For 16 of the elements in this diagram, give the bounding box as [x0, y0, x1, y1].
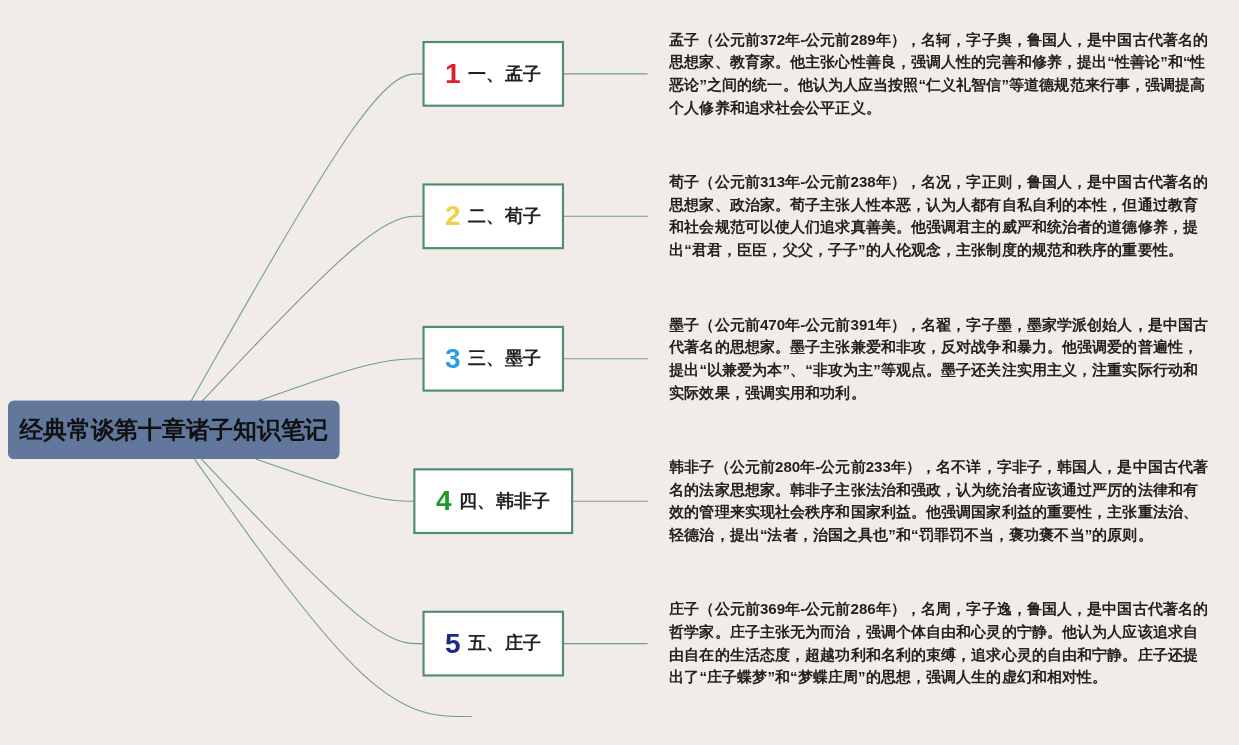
connector: [562, 643, 649, 645]
node-text: 荀子（公元前313年-公元前238年），名况，字正则，鲁国人，是中国古代著名的思想家、政治家。荀子主张人性本恶，认为人都有自私自利的本性，但通过教育和社会规范可以使人们追求真善美。他强调君主的威严和统治者的道德修养，提出“君君，臣臣，父父，子子”的人伦观念，主张制度的规范和秩序的重要性。: [669, 173, 1209, 259]
node-text: 庄子（公元前369年-公元前286年），名周，字子逸，鲁国人，是中国古代著名的哲学家。庄子主张无为而治，强调个体自由和心灵的宁静。他认为人应该追求自由自在的生活态度，超越功利和名利的束缚，追求心灵的自由和宁静。庄子还提出了“庄子蝶梦”和“梦蝶庄周”的思想，强调人生的虚幻和相对性。: [669, 600, 1209, 686]
node-text: 韩非子（公元前280年-公元前233年），名不详，字非子，韩国人，是中国古代著名的法家思想家。韩非子主张法治和强政，认为统治者应该通过严厉的法律和有效的管理来实现社会秩序和国家利益。他强调国家利益的重要性，主张重法治、轻德治，提出“法者，治国之具也”和“罚罪罚不当，褒功褒不当”的原则。: [669, 458, 1209, 544]
connector: [562, 358, 649, 360]
connector: [562, 73, 649, 75]
node-box: 5 五、庄子: [422, 610, 565, 677]
node-box: 1 一、孟子: [422, 40, 565, 107]
node-box: 4 四、韩非子: [413, 468, 574, 535]
connector: [562, 215, 649, 217]
connector: [194, 458, 473, 717]
node-box: 3 三、墨子: [422, 325, 565, 392]
node-text: 孟子（公元前372年-公元前289年），名轲，字子舆，鲁国人，是中国古代著名的思想家、教育家。他主张心性善良，强调人性的完善和修养，提出“性善论”和“性恶论”之间的统一。他认为人应当按照“仁义礼智信”等道德规范来行事，强调提高个人修养和追求社会公平正义。: [669, 30, 1209, 116]
connector: [255, 458, 415, 502]
node-box: 2 二、荀子: [422, 183, 565, 250]
node-text: 墨子（公元前470年-公元前391年），名翟，字子墨，墨家学派创始人，是中国古代著名的思想家。墨子主张兼爱和非攻，反对战争和暴力。他强调爱的普遍性，提出“以兼爱为本”、“非攻为主”等观点。墨子还关注实用主义，注重实际行动和实际效果，强调实用和功利。: [669, 315, 1209, 401]
